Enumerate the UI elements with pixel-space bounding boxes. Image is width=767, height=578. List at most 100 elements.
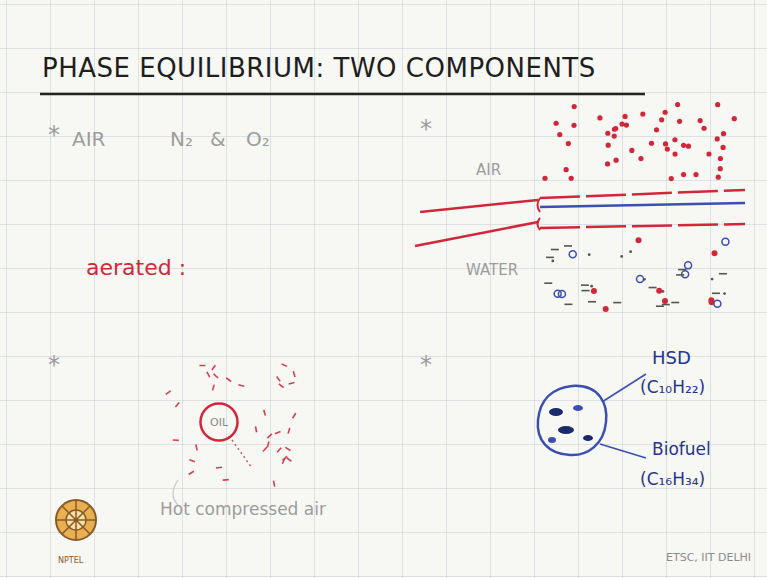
air-molecule <box>706 151 711 156</box>
water-molecule <box>590 285 593 288</box>
fuel-droplet-sketch <box>538 374 646 458</box>
water-molecule <box>544 283 552 284</box>
air-molecule <box>721 131 726 136</box>
air-molecule <box>640 111 645 116</box>
water-molecule <box>662 298 668 304</box>
air-molecule <box>612 127 617 132</box>
fuel-name: Biofuel <box>652 440 711 459</box>
water-molecule <box>711 278 714 281</box>
air-molecule <box>572 104 577 109</box>
bullet: * <box>48 122 60 148</box>
air-molecule <box>665 146 670 151</box>
node-text: OIL <box>199 416 239 429</box>
air-molecule <box>681 172 686 177</box>
air-molecule <box>569 176 574 181</box>
air-molecule <box>715 102 720 107</box>
air-molecule <box>216 466 222 468</box>
formula: O₂ <box>246 128 270 150</box>
air-molecule <box>554 121 559 126</box>
water-molecule <box>558 291 565 298</box>
air-molecule <box>720 145 725 150</box>
air-molecule <box>287 458 292 462</box>
water-molecule <box>613 302 621 303</box>
air-molecule <box>213 385 215 391</box>
note-text: aerated : <box>86 256 186 280</box>
air-molecule <box>279 384 284 388</box>
formula: N₂ <box>170 128 193 150</box>
air-molecule <box>686 144 691 149</box>
water-molecule <box>712 293 720 294</box>
air-molecule <box>732 116 737 121</box>
air-molecule <box>199 365 205 367</box>
air-molecule <box>277 448 281 452</box>
air-molecule <box>672 151 677 156</box>
air-molecule <box>624 122 629 127</box>
water-molecule <box>656 306 664 307</box>
water-molecule <box>723 292 726 295</box>
water-molecule <box>588 301 596 302</box>
air-molecule <box>223 479 229 481</box>
air-molecule <box>571 123 576 128</box>
air-molecule <box>293 413 296 418</box>
air-molecule <box>212 365 215 370</box>
air-molecule <box>649 141 654 146</box>
air-molecule <box>718 166 723 171</box>
air-molecule <box>238 385 244 386</box>
air-molecule <box>173 439 179 441</box>
air-molecule <box>207 372 210 377</box>
air-molecule <box>693 172 698 177</box>
water-molecule <box>629 250 632 253</box>
air-molecule <box>166 391 171 394</box>
water-molecule <box>671 302 679 303</box>
water-molecule <box>564 304 572 305</box>
water-molecule <box>591 288 597 294</box>
nptel-logo <box>56 500 96 540</box>
air-molecule <box>267 441 268 447</box>
water-molecule <box>551 249 559 250</box>
air-molecule <box>659 117 664 122</box>
water-molecule <box>581 285 589 286</box>
air-molecule <box>214 374 218 378</box>
bullet: * <box>420 352 432 378</box>
air-water-sketch <box>415 102 745 312</box>
air-molecule <box>718 156 723 161</box>
water-molecule <box>722 238 729 245</box>
region-label: WATER <box>466 262 518 279</box>
oil-droplet-sketch <box>166 364 296 505</box>
water-molecule <box>719 273 727 274</box>
air-molecule <box>267 434 271 438</box>
formula: (C₁₀H₂₂) <box>640 378 705 397</box>
air-molecule <box>663 110 668 115</box>
air-molecule <box>542 176 547 181</box>
air-molecule <box>282 364 287 366</box>
water-molecule <box>678 269 686 270</box>
slide-title: PHASE EQUILIBRIUM: TWO COMPONENTS <box>42 54 596 83</box>
air-molecule <box>264 410 266 416</box>
air-molecule <box>189 471 194 474</box>
water-molecule <box>643 278 646 281</box>
water-molecule <box>685 262 692 269</box>
air-molecule <box>629 148 634 153</box>
air-molecule <box>606 143 611 148</box>
fuel-name: HSD <box>652 348 691 368</box>
note-text: & <box>210 128 226 150</box>
air-molecule <box>274 481 275 487</box>
air-molecule <box>716 175 721 180</box>
bullet: * <box>48 352 60 378</box>
air-molecule <box>612 133 617 138</box>
air-molecule <box>293 371 295 377</box>
air-molecule <box>619 122 624 127</box>
water-molecule <box>637 276 644 283</box>
water-molecule <box>564 245 572 246</box>
air-molecule <box>226 378 231 382</box>
water-molecule <box>603 306 609 312</box>
watermark: ETSC, IIT DELHI <box>666 552 751 564</box>
water-molecule <box>588 253 591 256</box>
bullet: * <box>420 116 432 142</box>
air-molecule <box>681 143 686 148</box>
air-molecule <box>675 102 680 107</box>
air-molecule <box>277 376 280 381</box>
water-molecule <box>714 300 721 307</box>
